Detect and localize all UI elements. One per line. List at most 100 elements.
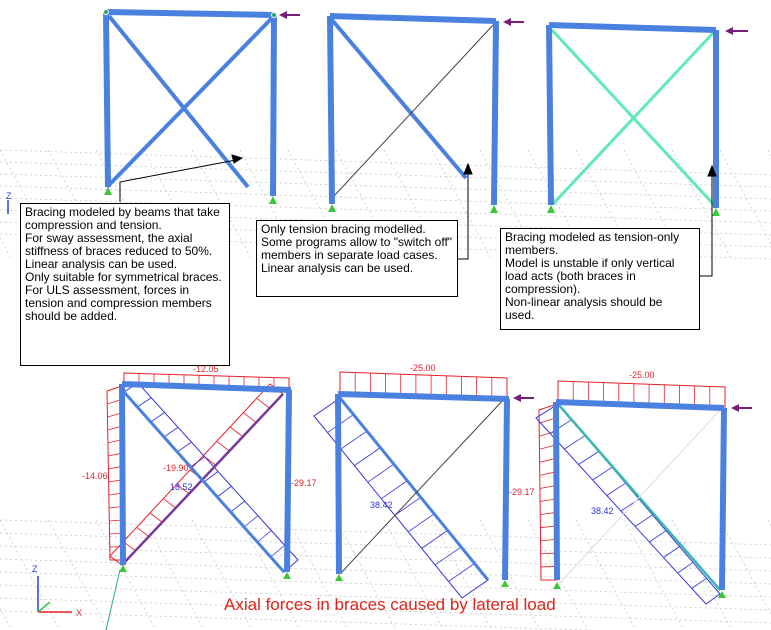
hatch-line bbox=[367, 463, 395, 483]
axis-z-label: Z bbox=[6, 191, 12, 201]
hatch-line bbox=[677, 562, 694, 574]
hatch-line bbox=[606, 482, 626, 496]
hatch-line bbox=[381, 480, 408, 500]
force-label: -29.17 bbox=[509, 487, 535, 497]
hatch-line bbox=[0, 519, 61, 630]
decor-line bbox=[105, 569, 121, 630]
force-label: -25.00 bbox=[629, 370, 655, 380]
hatch-line bbox=[270, 544, 285, 558]
force-label: 38.42 bbox=[370, 500, 393, 510]
hatch-line bbox=[217, 485, 232, 498]
hatch-line bbox=[0, 532, 771, 559]
brace bbox=[107, 14, 250, 189]
force-label: -14.06 bbox=[82, 471, 108, 481]
hatch-line bbox=[383, 519, 445, 630]
hatch-line bbox=[578, 451, 599, 465]
axis-x-label: X bbox=[76, 608, 82, 618]
note-line: Linear analysis can be used. bbox=[261, 261, 414, 275]
hatch-line bbox=[663, 546, 680, 558]
hatch-line bbox=[47, 519, 109, 630]
support-icon bbox=[283, 572, 291, 579]
hatch-line bbox=[191, 519, 253, 630]
hatch-line bbox=[479, 149, 541, 261]
support-icon bbox=[335, 574, 343, 581]
beam bbox=[329, 13, 497, 24]
hatch-line bbox=[575, 519, 637, 630]
hatch-line bbox=[448, 563, 475, 582]
note-line: Bracing modeled as tension-only members. bbox=[505, 230, 680, 257]
axis-z-label: Z bbox=[32, 564, 38, 574]
force-label: -12.05 bbox=[193, 364, 219, 374]
hatch-line bbox=[143, 519, 205, 630]
hatch-line bbox=[47, 149, 109, 261]
note-leaders bbox=[119, 154, 717, 277]
beam bbox=[548, 22, 717, 33]
hatch-line bbox=[335, 519, 397, 630]
hatch-line bbox=[0, 149, 771, 176]
column bbox=[270, 14, 277, 197]
arrow-head-icon bbox=[513, 394, 521, 402]
node bbox=[271, 12, 277, 18]
frame-tension-only bbox=[546, 22, 748, 216]
arrow-head-icon bbox=[731, 404, 739, 412]
column bbox=[327, 15, 335, 205]
support-icon bbox=[269, 196, 277, 204]
hatch-line bbox=[649, 530, 667, 543]
brace bbox=[105, 16, 274, 189]
hatch-line bbox=[564, 435, 586, 450]
hatch-line bbox=[0, 161, 771, 188]
hatch-line bbox=[0, 237, 13, 261]
hatch-line bbox=[0, 584, 771, 611]
node bbox=[103, 9, 109, 15]
support-icon bbox=[490, 205, 498, 213]
note-line: Bracing modeled by beams that take compr… bbox=[25, 205, 220, 232]
hatch-line bbox=[239, 519, 301, 630]
hatch-line bbox=[623, 519, 685, 630]
hatch-line bbox=[434, 546, 462, 566]
hatch-line bbox=[203, 471, 219, 483]
hatch-line bbox=[592, 466, 613, 481]
hatch-line bbox=[691, 577, 707, 589]
frame-forces-tension-only: -25.00 -29.17 38.42 bbox=[509, 370, 752, 605]
hatch-line bbox=[634, 514, 653, 527]
note-line: For ULS assessment, forces in tension an… bbox=[25, 283, 212, 323]
arrow-head-icon bbox=[725, 27, 733, 35]
hatch-line bbox=[143, 149, 205, 261]
note-tension-bracing: Only tension bracing modelled. Some prog… bbox=[256, 220, 458, 297]
note-line: For sway assessment, the axial stiffness… bbox=[25, 231, 213, 258]
support-icon bbox=[119, 565, 127, 572]
brace-tension-only bbox=[551, 30, 716, 206]
hatch-line bbox=[479, 519, 541, 630]
hatch-line bbox=[354, 447, 381, 466]
note-line: Linear analysis can be used. bbox=[25, 257, 178, 271]
column bbox=[546, 24, 554, 206]
hatch-line bbox=[257, 530, 272, 543]
axis-triad-top: Z bbox=[6, 191, 12, 214]
arrow-head-icon bbox=[279, 11, 287, 19]
axis-triad-bottom: Z X bbox=[32, 564, 82, 618]
force-label: 18.52 bbox=[170, 482, 193, 492]
hatch-line bbox=[216, 441, 230, 452]
brace bbox=[330, 18, 468, 180]
hatch-line bbox=[163, 498, 176, 509]
support-icon bbox=[328, 204, 336, 212]
hatch-line bbox=[431, 149, 493, 261]
brace-inactive bbox=[333, 23, 495, 197]
beam bbox=[105, 9, 275, 18]
hatch-line bbox=[340, 430, 368, 450]
frame-tension-bracing bbox=[327, 13, 524, 213]
hatch-line bbox=[243, 412, 257, 423]
hatch-line bbox=[527, 519, 589, 630]
hatch-line bbox=[0, 607, 13, 630]
hatch-line bbox=[623, 149, 685, 261]
force-label: 38.42 bbox=[591, 506, 614, 516]
hatch-line bbox=[0, 149, 61, 261]
hatch-line bbox=[177, 441, 192, 453]
note-tension-only: Bracing modeled as tension-only members.… bbox=[500, 228, 700, 330]
support-icon bbox=[712, 208, 720, 216]
hatch-line bbox=[0, 197, 771, 224]
hatch-line bbox=[0, 610, 599, 630]
note-line: Some programs allow to "switch off" memb… bbox=[261, 235, 453, 262]
hatch-line bbox=[0, 519, 771, 546]
